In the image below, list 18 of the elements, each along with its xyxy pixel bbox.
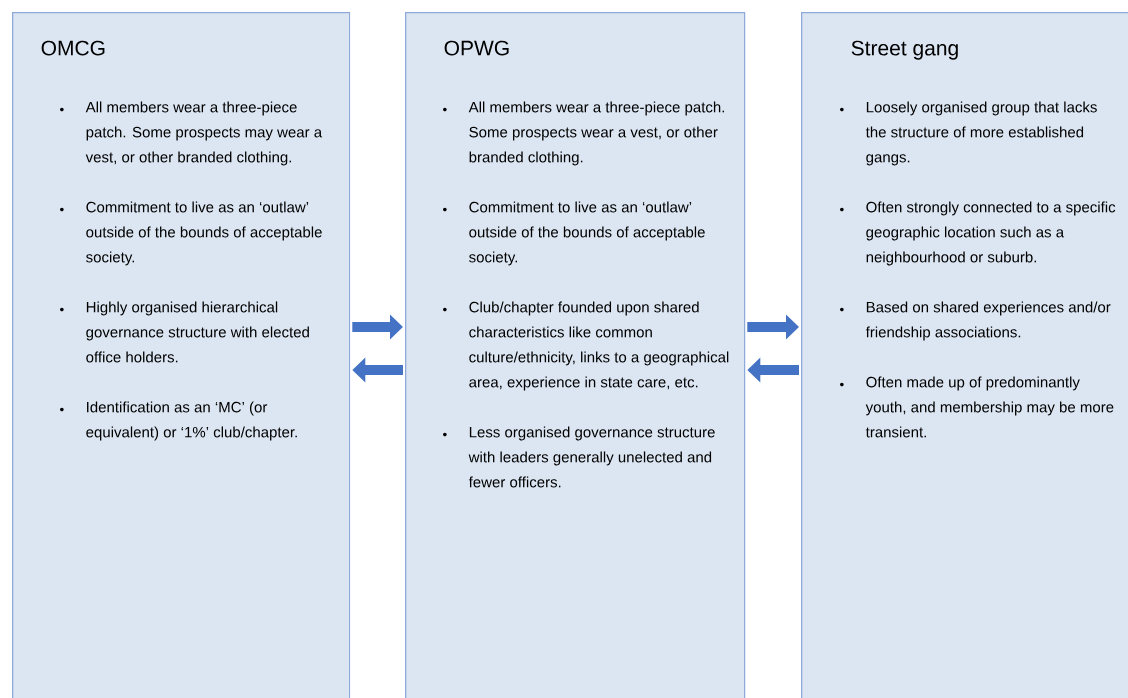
bullet-text: Identification as an ‘MC’ (or equivalent) or ‘1%’ club/chapter. [86,401,297,441]
bullet-text: Loosely organised group that lacks the structure of more established gangs. [865,101,1097,166]
bullet-text: All members wear a three-piece patch. Some prospects may wear a vest, or other branded clothing. [85,101,323,166]
bullet-text: Less organised governance structure with leaders generally unelected and fewer officers. [468,426,715,488]
bullet-text: Commitment to live as an ‘outlaw’ outside of the bounds of acceptable society. [86,201,322,266]
column-box [12,12,351,698]
bullet-text: Highly organised hierarchical governance structure with elected office holders. [86,301,309,363]
column-heading: Street gang [851,40,958,60]
bullet-text: Often strongly connected to a specific geographic location such as a neighbourhood or suburb. [866,201,1116,266]
bullet-text: Club/chapter founded upon shared characteristics like common culture/ethnicity, links to a geographical area, experience in state care, etc. [469,301,729,391]
column-box [405,12,746,698]
bullet-text: Often made up of predominantly youth, and membership may be more transient. [865,376,1114,438]
bullet-text: Based on shared experiences and/or friendship associations. [865,301,1111,341]
bullet-text: Commitment to live as an ‘outlaw’ outside of the bounds of acceptable society. [469,201,705,266]
bullet-text: All members wear a three-piece patch. Some prospects wear a vest, or other branded clothing. [468,101,724,166]
column-box [801,12,1128,698]
column-heading: OPWG [444,40,509,56]
column-heading: OMCG [41,40,105,56]
